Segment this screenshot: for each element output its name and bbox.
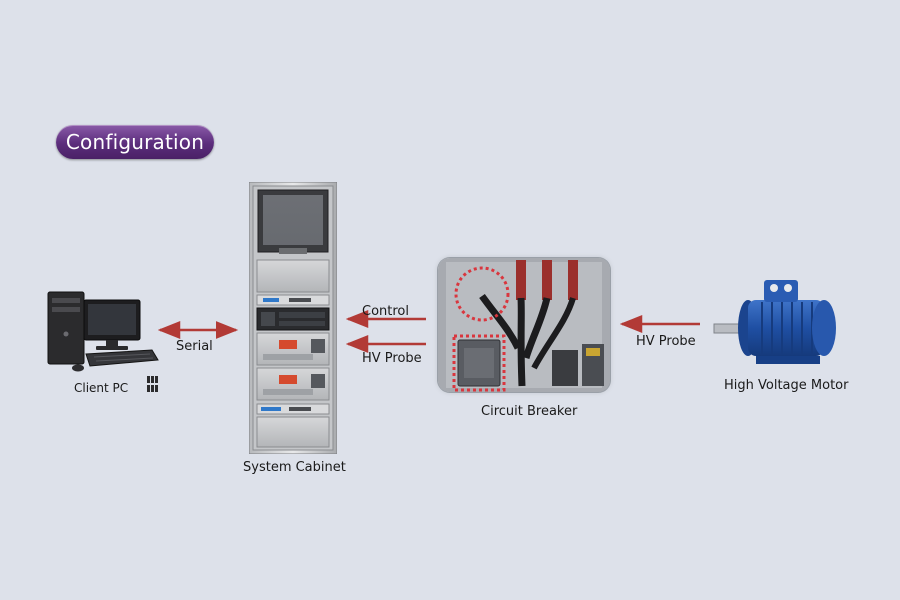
motor-body bbox=[748, 300, 824, 356]
system-cabinet-label: System Cabinet bbox=[243, 460, 346, 475]
client-pc-label: Client PC bbox=[74, 381, 129, 395]
client-pc-illustration bbox=[47, 291, 159, 372]
probe-connection-marker bbox=[454, 266, 510, 322]
probe-box-marker bbox=[452, 334, 506, 392]
circuit-breaker-illustration bbox=[438, 258, 610, 392]
high-voltage-motor-illustration bbox=[713, 280, 836, 364]
pc-keyboard bbox=[85, 349, 159, 367]
serial-label: Serial bbox=[176, 339, 213, 354]
hv-probe-motor-label: HV Probe bbox=[636, 334, 696, 349]
pc-mouse bbox=[72, 364, 84, 372]
hv-probe-cabinet-label: HV Probe bbox=[362, 351, 422, 366]
control-label: Control bbox=[362, 304, 409, 319]
circuit-breaker-label: Circuit Breaker bbox=[481, 404, 578, 419]
high-voltage-motor-label: High Voltage Motor bbox=[724, 378, 849, 393]
system-cabinet-illustration bbox=[249, 182, 337, 454]
configuration-title: Configuration bbox=[56, 125, 214, 159]
multi-client-icon bbox=[147, 376, 158, 392]
